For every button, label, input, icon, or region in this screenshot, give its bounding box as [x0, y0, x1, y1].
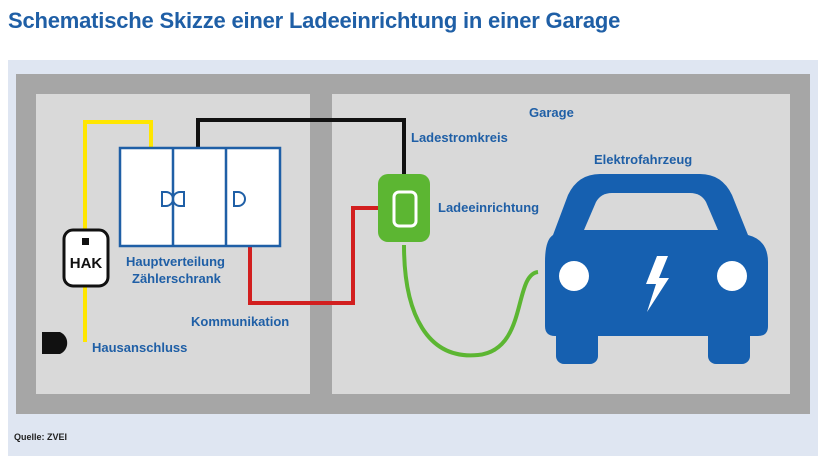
ladeeinrichtung-label: Ladeeinrichtung: [438, 200, 539, 215]
wallbox: [378, 174, 430, 242]
hauptverteilung-label: Hauptverteilung: [126, 254, 225, 269]
charging-cable: [402, 244, 539, 358]
garage-label: Garage: [529, 105, 574, 120]
hausanschluss-label: Hausanschluss: [92, 340, 187, 355]
ladestromkreis-label: Ladestromkreis: [411, 130, 508, 145]
diagram-panel: HAK Garage Ladestromkreis Elektrofahrzeu…: [8, 60, 818, 456]
hak-label: HAK: [70, 255, 103, 272]
house-connection-icon: [42, 332, 68, 354]
breaker-icon: [82, 238, 89, 245]
lightning-icon: [646, 256, 669, 312]
meter-icon-2: [233, 191, 246, 207]
elektrofahrzeug-label: Elektrofahrzeug: [594, 152, 692, 167]
car-wheel-left: [556, 326, 598, 364]
meter-icon: [161, 191, 185, 207]
hak-box: HAK: [62, 228, 110, 288]
kommunikation-label: Kommunikation: [191, 314, 289, 329]
communication-wire: [248, 206, 380, 305]
garage-diagram: HAK Garage Ladestromkreis Elektrofahrzeu…: [16, 74, 810, 414]
electric-car: [545, 174, 768, 364]
car-headlight-left: [559, 261, 589, 291]
car-window: [584, 193, 718, 230]
car-wheel-right: [708, 326, 750, 364]
zaehlerschrank-label: Zählerschrank: [132, 271, 222, 286]
car-headlight-right: [717, 261, 747, 291]
diagram-title: Schematische Skizze einer Ladeeinrichtun…: [8, 8, 621, 33]
distribution-cabinet: [118, 146, 282, 248]
charging-circuit-wire: [196, 118, 406, 178]
source-note: Quelle: ZVEI: [14, 432, 68, 442]
